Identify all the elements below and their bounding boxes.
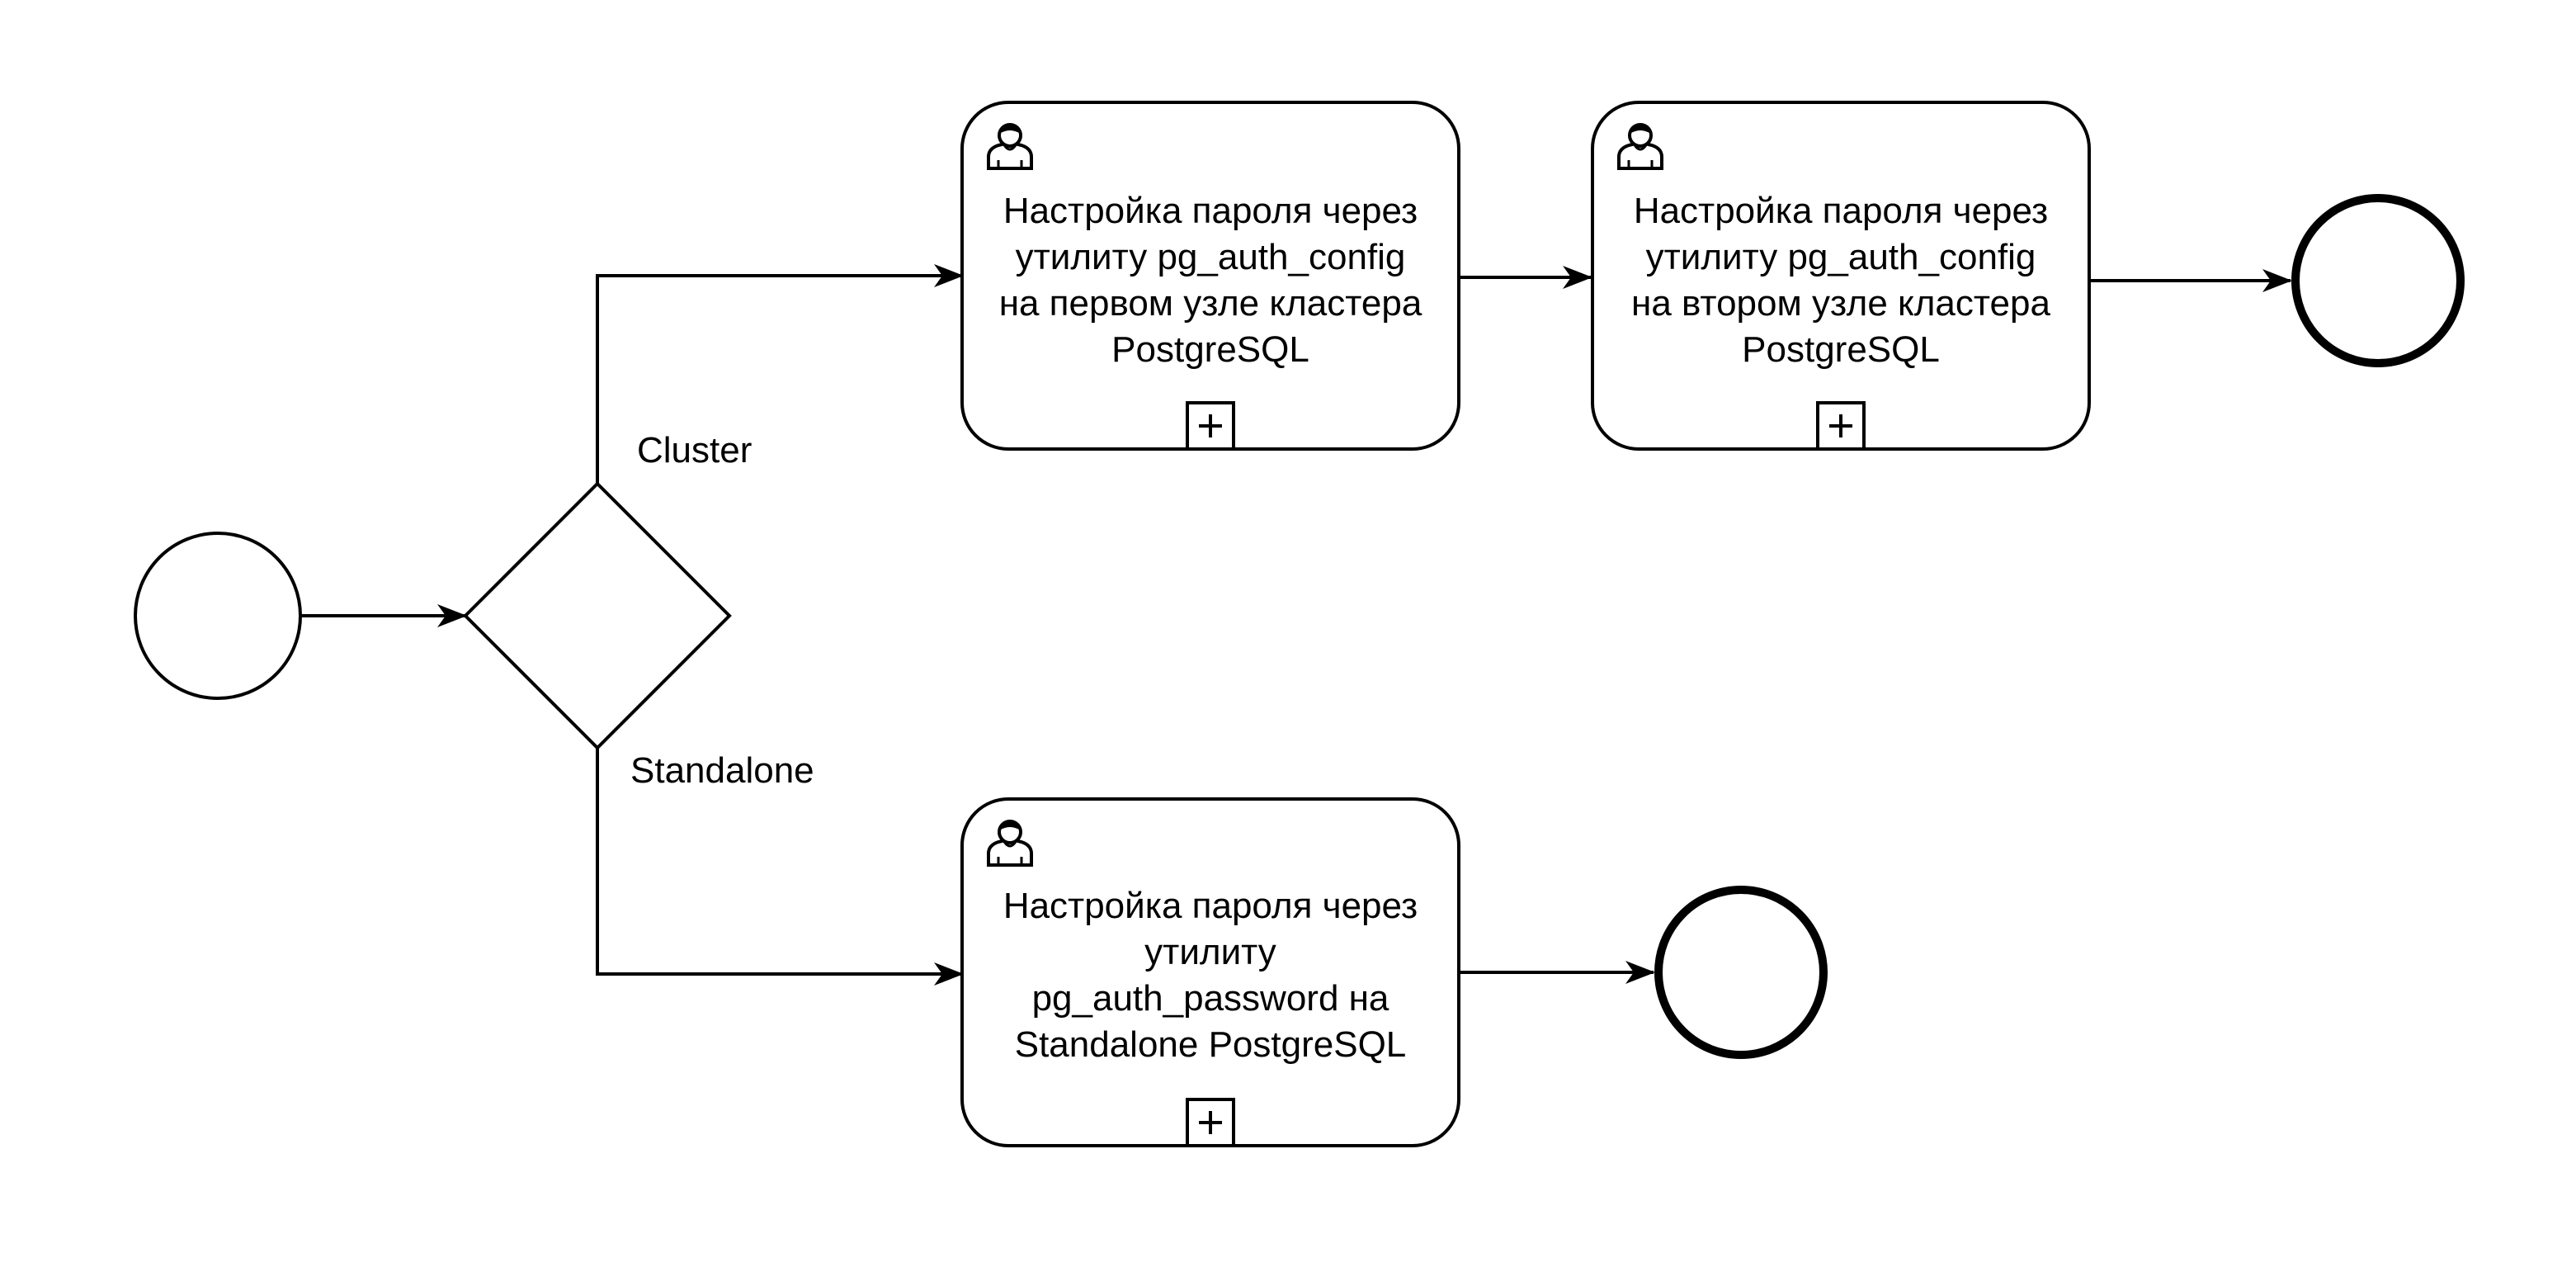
task-label-line: Настройка пароля через <box>1634 191 2048 231</box>
task-label-line: Настройка пароля через <box>1003 886 1418 926</box>
flow-gateway-to-standalone-task[interactable] <box>596 748 964 986</box>
gateway-label-cluster: Cluster <box>637 430 752 470</box>
task-label-line: утилиту <box>1144 932 1276 972</box>
task-label-line: утилиту pg_auth_config <box>1016 237 1406 277</box>
task-label-line: Настройка пароля через <box>1003 191 1418 231</box>
flow-gateway-to-cluster-task[interactable] <box>596 264 964 484</box>
plus-square-icon[interactable] <box>1816 401 1866 451</box>
task-label-line: на втором узле кластера <box>1631 283 2050 324</box>
exclusive-gateway[interactable] <box>463 481 732 750</box>
plus-square-icon[interactable] <box>1186 401 1235 451</box>
task-label-line: PostgreSQL <box>1742 329 1940 370</box>
end-event-cluster[interactable] <box>2291 194 2465 367</box>
user-icon <box>987 123 1033 170</box>
user-icon <box>1617 123 1663 170</box>
task-cluster-node-2[interactable]: Настройка пароля через утилиту pg_auth_c… <box>1591 101 2091 451</box>
task-label-line: Standalone PostgreSQL <box>1015 1024 1407 1065</box>
task-label-line: утилиту pg_auth_config <box>1646 237 2036 277</box>
task-cluster-node-1[interactable]: Настройка пароля через утилиту pg_auth_c… <box>960 101 1460 451</box>
start-event[interactable] <box>134 532 302 700</box>
user-icon <box>987 820 1033 867</box>
plus-square-icon[interactable] <box>1186 1098 1235 1147</box>
task-label-line: PostgreSQL <box>1111 329 1309 370</box>
task-label-line: на первом узле кластера <box>999 283 1422 324</box>
gateway-label-standalone: Standalone <box>630 750 814 791</box>
task-standalone[interactable]: Настройка пароля через утилиту pg_auth_p… <box>960 797 1460 1147</box>
end-event-standalone[interactable] <box>1654 886 1828 1059</box>
task-label-line: pg_auth_password на <box>1032 978 1389 1019</box>
